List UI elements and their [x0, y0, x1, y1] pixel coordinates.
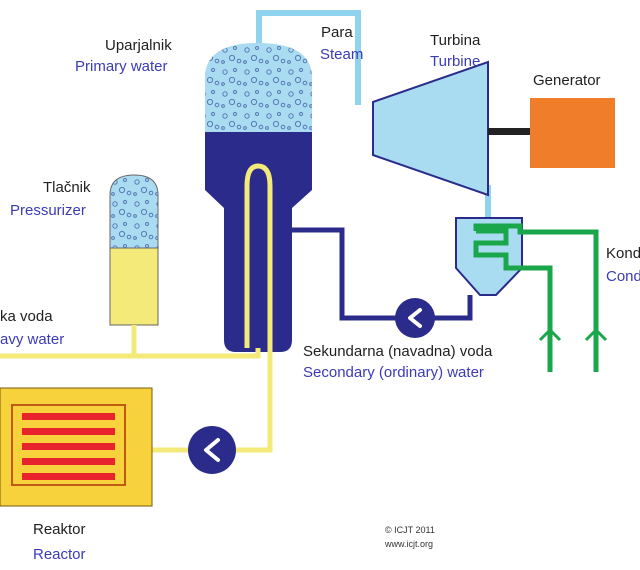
secondary-water-pipe-2 — [432, 295, 473, 321]
turbine-label-sl: Turbina — [430, 32, 481, 49]
reactor-label-sl: Reaktor — [33, 521, 86, 538]
secondary-water-pipe — [292, 227, 398, 321]
copyright-text: © ICJT 2011 — [385, 525, 435, 535]
secondary-water-label-en: Secondary (ordinary) water — [303, 364, 484, 381]
turbine-label-en: Turbine — [430, 53, 481, 70]
steam-label-sl: Para — [321, 24, 353, 41]
heavy-water-label-sl: ka voda — [0, 308, 53, 325]
fuel-rod — [22, 473, 115, 480]
condenser-label-sl: Kond — [606, 245, 640, 262]
turbine-shaft — [488, 128, 530, 135]
reactor-label-en: Reactor — [33, 546, 86, 563]
heavy-water-label-en: avy water — [0, 331, 65, 348]
steam-pipe — [256, 10, 361, 105]
fuel-rod — [22, 428, 115, 435]
steam-generator-label-sl: Uparjalnik — [105, 37, 172, 54]
fuel-rod — [22, 443, 115, 450]
steam-label-en: Steam — [320, 46, 364, 63]
pressurizer-label-en: Pressurizer — [10, 202, 86, 219]
secondary-water-label-sl: Sekundarna (navadna) voda — [303, 343, 493, 360]
pressurizer-label-sl: Tlačnik — [43, 179, 91, 196]
generator — [530, 98, 615, 168]
fuel-rod — [22, 413, 115, 420]
heavy-water-pipes — [0, 325, 273, 458]
website-text: www.icjt.org — [385, 539, 434, 549]
fuel-rod — [22, 458, 115, 465]
pressurizer — [109, 174, 159, 326]
turbine — [372, 60, 489, 197]
condenser-label-en: Cond — [606, 268, 640, 285]
secondary-pump — [395, 298, 435, 338]
reactor — [0, 387, 153, 507]
cooling-water-pipes — [473, 223, 608, 372]
steam-generator — [205, 43, 312, 352]
primary-pump — [188, 426, 236, 474]
steam-generator-label-en: Primary water — [75, 58, 168, 75]
generator-label-sl: Generator — [533, 72, 601, 89]
